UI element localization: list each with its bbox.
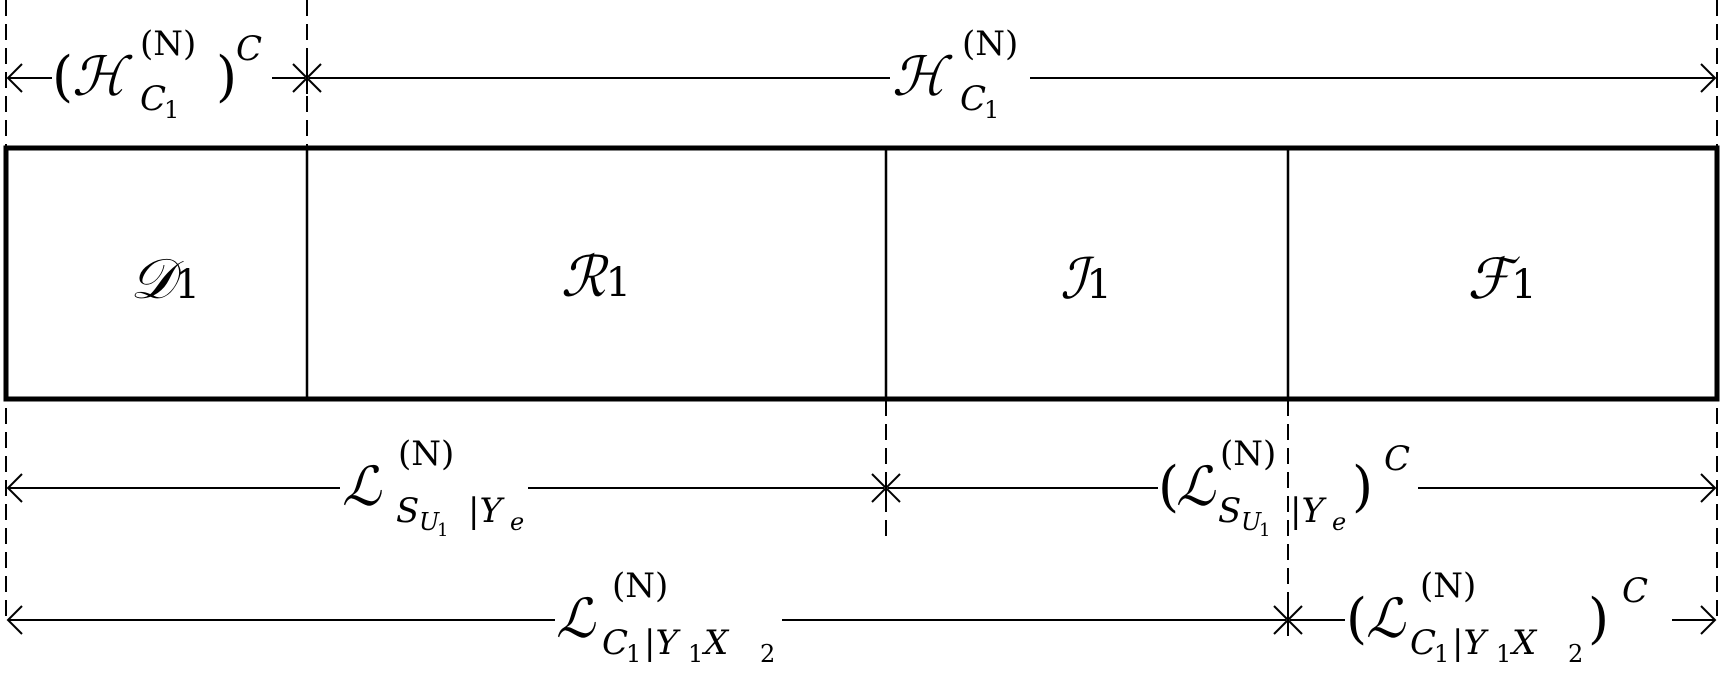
svg-text:e: e (1332, 508, 1346, 536)
svg-text:1: 1 (1434, 640, 1449, 668)
svg-text:ℒ: ℒ (1366, 587, 1406, 650)
svg-text:S: S (396, 491, 419, 531)
arrowhead-lc-comp-right (1700, 605, 1717, 635)
label-h: ℋ (N) C 1 (892, 24, 1018, 124)
svg-text:X: X (1509, 623, 1538, 663)
arrowhead-h-comp-left (6, 63, 23, 93)
svg-text:X: X (701, 623, 730, 663)
svg-text:(N): (N) (1220, 434, 1276, 474)
svg-text:(N): (N) (140, 24, 196, 64)
svg-text:ℒ: ℒ (1176, 455, 1216, 518)
label-l-su-complement: ( ℒ (N) S U 1 |Y e ) C (1158, 434, 1410, 541)
svg-text:C: C (236, 29, 262, 69)
svg-text:(: ( (1158, 455, 1179, 518)
arrowhead-su-left (6, 473, 23, 503)
svg-text:(: ( (52, 45, 73, 108)
dashed-guides (5, 0, 1718, 620)
svg-text:1: 1 (626, 640, 641, 668)
svg-text:U: U (1241, 508, 1262, 536)
region-d1: 𝒟1 (130, 247, 200, 312)
svg-text:): ) (216, 45, 237, 108)
svg-text:ℒ: ℒ (342, 455, 382, 518)
svg-text:C: C (1622, 571, 1648, 611)
svg-text:|Y: |Y (1452, 623, 1489, 663)
svg-text:|Y: |Y (644, 623, 681, 663)
svg-text:1: 1 (1259, 520, 1270, 541)
region-labels: 𝒟1 ℛ1 ℐ1 ℱ1 (130, 245, 1537, 312)
svg-text:|Y: |Y (1290, 491, 1327, 531)
svg-text:1: 1 (164, 96, 179, 124)
junction-lc (1273, 604, 1303, 636)
svg-text:C: C (1410, 623, 1436, 663)
svg-text:(N): (N) (1420, 566, 1476, 606)
region-i1: ℐ1 (1060, 247, 1112, 312)
partition-box (3, 145, 1720, 402)
region-r1: ℛ1 (561, 245, 631, 310)
svg-text:C: C (960, 79, 986, 119)
svg-text:(N): (N) (612, 566, 668, 606)
svg-text:C: C (140, 79, 166, 119)
svg-text:1: 1 (437, 520, 448, 541)
junction-h (292, 62, 322, 94)
svg-text:S: S (1218, 491, 1241, 531)
junction-su (871, 472, 901, 504)
arrows (6, 62, 1717, 636)
svg-text:|Y: |Y (468, 491, 505, 531)
svg-text:ℋ: ℋ (892, 45, 953, 108)
svg-text:C: C (1384, 439, 1410, 479)
svg-text:): ) (1588, 587, 1609, 650)
svg-text:(N): (N) (962, 24, 1018, 64)
region-f1: ℱ1 (1467, 247, 1536, 312)
svg-text:e: e (510, 508, 524, 536)
arrowhead-su-comp-right (1700, 473, 1717, 503)
svg-text:2: 2 (760, 640, 775, 668)
arrowhead-h-right (1700, 63, 1717, 93)
svg-text:U: U (419, 508, 440, 536)
svg-text:ℒ: ℒ (556, 587, 596, 650)
svg-text:2: 2 (1568, 640, 1583, 668)
partition-border (3, 145, 1720, 402)
label-l-c-complement: ( ℒ (N) C 1 |Y 1 X 2 ) C (1346, 566, 1648, 668)
label-l-su: ℒ (N) S U 1 |Y e (342, 434, 524, 541)
svg-text:1: 1 (984, 96, 999, 124)
svg-text:(: ( (1346, 587, 1367, 650)
arrowhead-lc-left (6, 605, 23, 635)
label-h-complement: ( ℋ (N) C 1 ) C (52, 24, 262, 124)
svg-text:1: 1 (688, 640, 703, 668)
svg-text:): ) (1352, 455, 1373, 518)
svg-text:C: C (602, 623, 628, 663)
svg-text:1: 1 (1496, 640, 1511, 668)
label-l-c: ℒ (N) C 1 |Y 1 X 2 (556, 566, 775, 668)
svg-text:ℋ: ℋ (72, 45, 133, 108)
svg-text:(N): (N) (398, 434, 454, 474)
